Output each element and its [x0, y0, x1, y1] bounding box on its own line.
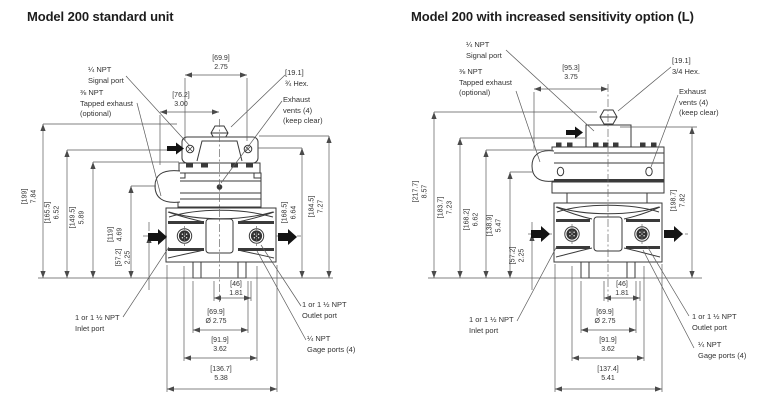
callout-tapped-exhaust: ⅜ NPT Tapped exhaust (optional): [459, 67, 512, 97]
dim-bottom-gage-span: [91.9] 3.62: [211, 337, 229, 354]
vent-slot: [556, 166, 565, 177]
dim-bottom-diameter: [69.9] Ø 2.75: [594, 309, 616, 326]
signal-arrow: [566, 126, 583, 139]
callout-exhaust-vents: Exhaust vents (4) (keep clear): [679, 87, 719, 117]
callout-outlet-port: 1 or 1 ½ NPT Outlet port: [302, 300, 347, 320]
spring-housing: [177, 172, 262, 208]
callout-exhaust-vents: Exhaust vents (4) (keep clear): [283, 95, 323, 125]
callout-inlet-port: 1 or 1 ½ NPT Inlet port: [469, 315, 514, 335]
leader-lines: [505, 49, 695, 349]
dim-bottom-port-offset: [46] 1.81: [615, 281, 629, 298]
tapped-exhaust-boss: [531, 150, 555, 182]
dim-height-signal-port: [165.5] 6.52: [44, 201, 61, 224]
signal-arrow: [167, 142, 184, 155]
dim-height-flange: [168.2] 6.62: [463, 208, 480, 231]
dim-height-right-inner: [168.5] 6.64: [281, 201, 298, 224]
inlet-arrow: [531, 226, 550, 242]
dim-height-vent: [138.9] 5.47: [486, 214, 503, 237]
dim-height-overall: [199] 7.84: [21, 188, 38, 205]
callout-hex: [19.1] ¾ Hex.: [285, 68, 309, 88]
dim-bottom-overall: [137.4] 5.41: [597, 366, 619, 383]
dim-exhaust-to-center: [76.2] 3.00: [172, 92, 190, 109]
dim-bottom-port-offset: [46] 1.81: [229, 281, 243, 298]
dim-width-signal-ports: [69.9] 2.75: [212, 55, 230, 72]
callout-hex: [19.1] 3/4 Hex.: [672, 56, 700, 76]
callout-gage-ports: ¼ NPT Gage ports (4): [307, 334, 356, 354]
dim-bottom-diameter: [69.9] Ø 2.75: [205, 309, 227, 326]
dimension-lines: [428, 86, 702, 392]
callout-inlet-port: 1 or 1 ½ NPT Inlet port: [75, 313, 120, 333]
sensitivity-option-panel: Model 200 with increased sensitivity opt…: [384, 0, 768, 402]
flow-arrows: [531, 126, 683, 242]
callout-tapped-exhaust: ⅜ NPT Tapped exhaust (optional): [80, 88, 133, 118]
outlet-arrow: [664, 226, 683, 242]
callout-signal-port: ¼ NPT Signal port: [88, 65, 124, 85]
dim-bottom-gage-span: [91.9] 3.62: [599, 337, 617, 354]
callout-gage-ports: ¼ NPT Gage ports (4): [698, 340, 747, 360]
dim-height-overall: [217.7] 8.57: [412, 180, 429, 203]
dimension-lines: [38, 72, 333, 392]
dim-height-flange: [149.5] 5.89: [69, 206, 86, 229]
callout-signal-port: ¼ NPT Signal port: [466, 40, 502, 60]
dim-height-right-outer: [198.7] 7.82: [670, 189, 687, 212]
standard-unit-panel: Model 200 standard unit ¼ NPT Signal por…: [21, 9, 356, 392]
sensitivity-option-drawing: [428, 49, 702, 392]
page-title: Model 200 standard unit: [27, 9, 174, 24]
page-title: Model 200 with increased sensitivity opt…: [411, 9, 694, 24]
callout-outlet-port: 1 or 1 ½ NPT Outlet port: [692, 312, 737, 332]
leader-lines: [122, 74, 307, 341]
flow-arrows: [148, 142, 297, 245]
dim-exhaust-to-center: [95.3] 3.75: [562, 65, 580, 82]
vent-slot: [645, 166, 653, 177]
dim-height-right-outer: [184.5] 7.27: [308, 195, 325, 218]
dim-bottom-overall: [136.7] 5.38: [210, 366, 232, 383]
inlet-arrow: [148, 229, 167, 245]
standard-unit-drawing: [38, 72, 333, 392]
dim-height-port-center: [57.2] 2.25: [115, 248, 132, 267]
outlet-arrow: [278, 229, 297, 245]
dim-height-port-center: [57.2] 2.25: [509, 246, 526, 265]
dim-height-signal-port: [183.7] 7.23: [437, 196, 454, 219]
